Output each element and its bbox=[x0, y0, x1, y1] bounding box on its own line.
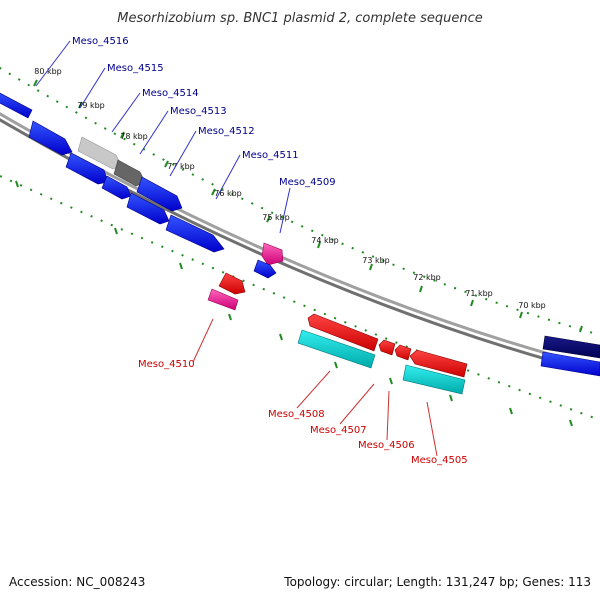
reverse-major-ticks bbox=[15, 180, 573, 427]
gene-arrow bbox=[402, 364, 466, 395]
gene-arrow bbox=[126, 192, 170, 225]
gene-label[interactable]: Meso_4505 bbox=[411, 455, 468, 466]
gene-label[interactable]: Meso_4509 bbox=[279, 177, 336, 188]
tick-label: 74 kbp bbox=[311, 236, 339, 245]
summary-label: Topology: circular; Length: 131,247 bp; … bbox=[283, 575, 591, 589]
gene-arrow bbox=[297, 329, 376, 369]
gene-arrow bbox=[136, 176, 183, 212]
tick-label: 73 kbp bbox=[362, 256, 390, 265]
reverse-gene-labels: Meso_4510 Meso_4508 Meso_4507 Meso_4506 … bbox=[138, 359, 468, 466]
gene-label[interactable]: Meso_4513 bbox=[170, 106, 227, 117]
forward-gene-labels: Meso_4516 Meso_4515 Meso_4514 Meso_4513 … bbox=[72, 36, 336, 188]
gene-arrow bbox=[307, 313, 379, 352]
gene-label[interactable]: Meso_4516 bbox=[72, 36, 129, 47]
forward-major-ticks bbox=[33, 79, 583, 333]
gene-arrow bbox=[28, 120, 73, 156]
gene-label[interactable]: Meso_4508 bbox=[268, 409, 325, 420]
tick-label: 79 kbp bbox=[77, 101, 105, 110]
gene-label[interactable]: Meso_4512 bbox=[198, 126, 255, 137]
gene-arrow bbox=[540, 351, 600, 377]
gene-label[interactable]: Meso_4511 bbox=[242, 150, 299, 161]
forward-scale-track bbox=[0, 66, 600, 336]
map-title: Mesorhizobium sp. BNC1 plasmid 2, comple… bbox=[117, 11, 483, 26]
gene-label[interactable]: Meso_4510 bbox=[138, 359, 195, 370]
gene-arrow bbox=[253, 259, 277, 279]
gene-label[interactable]: Meso_4514 bbox=[142, 88, 199, 99]
reverse-features bbox=[207, 272, 468, 395]
gene-arrow bbox=[218, 272, 246, 295]
gene-arrow bbox=[409, 349, 468, 378]
accession-label: Accession: NC_008243 bbox=[9, 575, 145, 589]
gene-label[interactable]: Meso_4506 bbox=[358, 440, 415, 451]
reverse-scale-track bbox=[0, 175, 600, 421]
forward-features bbox=[0, 92, 600, 377]
scale-tick-labels: 80 kbp 79 kbp 78 kbp 77 kbp 76 kbp 75 kb… bbox=[34, 67, 546, 310]
rna-arrow bbox=[207, 288, 239, 311]
tick-label: 78 kbp bbox=[120, 132, 148, 141]
gene-arrow bbox=[542, 335, 600, 359]
tick-label: 75 kbp bbox=[262, 213, 290, 222]
tick-label: 76 kbp bbox=[214, 189, 242, 198]
rna-arrow bbox=[261, 242, 284, 266]
tick-label: 72 kbp bbox=[413, 273, 441, 282]
gene-label[interactable]: Meso_4515 bbox=[107, 63, 164, 74]
tick-label: 80 kbp bbox=[34, 67, 62, 76]
gene-arrow bbox=[378, 339, 396, 356]
gene-arrow bbox=[165, 214, 225, 253]
gene-arrow bbox=[65, 152, 109, 185]
reverse-label-leaders bbox=[192, 318, 438, 457]
tick-label: 71 kbp bbox=[465, 289, 493, 298]
gene-arrow bbox=[101, 175, 132, 200]
gene-label[interactable]: Meso_4507 bbox=[310, 425, 367, 436]
gene-arrow bbox=[0, 92, 33, 119]
tick-label: 77 kbp bbox=[167, 162, 195, 171]
gene-arrow bbox=[394, 344, 412, 361]
tick-label: 70 kbp bbox=[518, 301, 546, 310]
forward-label-leaders bbox=[35, 40, 291, 234]
